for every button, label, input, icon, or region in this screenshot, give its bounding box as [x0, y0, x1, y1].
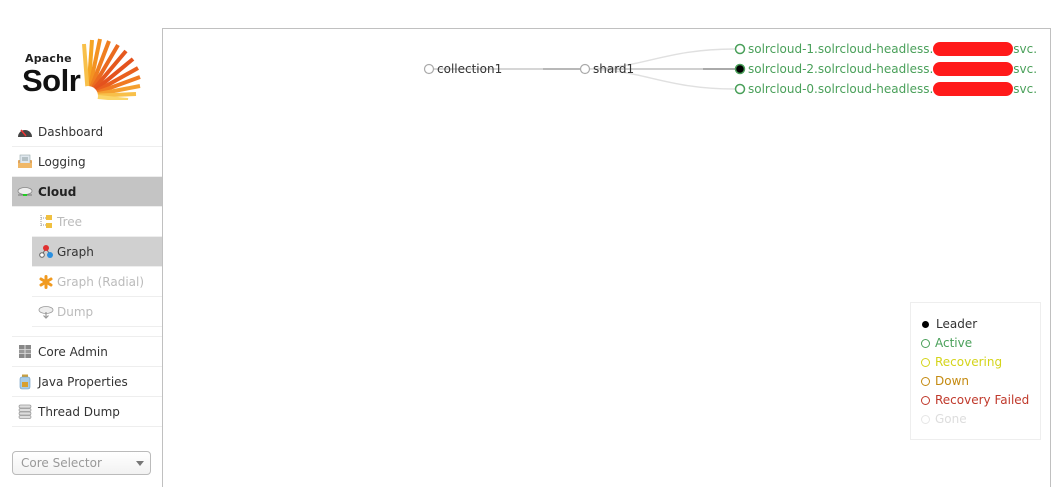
sidebar-item-dashboard[interactable]: Dashboard — [12, 117, 162, 147]
sidebar-item-label: Graph (Radial) — [57, 274, 145, 289]
redaction-mark — [933, 61, 1014, 76]
sidebar-item-thread-dump[interactable]: Thread Dump — [12, 397, 162, 427]
replica-node[interactable] — [734, 83, 746, 95]
legend-label: Gone — [935, 412, 967, 426]
legend-active: Active — [921, 334, 1040, 353]
sidebar-item-core-admin[interactable]: Core Admin — [12, 337, 162, 367]
legend-label: Down — [935, 374, 970, 388]
legend-gone: Gone — [921, 410, 1040, 429]
shard-label[interactable]: shard1 — [593, 62, 635, 76]
replica-host-prefix: solrcloud-2.solrcloud-headless. — [748, 62, 934, 76]
gone-ring-icon — [921, 415, 930, 424]
sidebar-item-label: Tree — [57, 214, 83, 229]
graph-icon — [38, 244, 54, 260]
replica-label-leader[interactable]: solrcloud-2.solrcloud-headless. svc. — [748, 61, 1038, 76]
sidebar-item-label: Dashboard — [38, 124, 104, 139]
replica-node[interactable] — [734, 43, 746, 55]
logo-solr-text: Solr — [22, 63, 81, 98]
dump-icon — [38, 304, 54, 320]
replica-label[interactable]: solrcloud-0.solrcloud-headless. svc. — [748, 81, 1038, 96]
legend-label: Recovering — [935, 355, 1003, 369]
solr-logo[interactable]: Apache Solr — [22, 36, 144, 100]
logo-apache-text: Apache — [25, 52, 72, 65]
collection-label[interactable]: collection1 — [437, 62, 503, 76]
nav-divider — [12, 327, 162, 337]
core-selector-dropdown[interactable]: Core Selector — [12, 451, 151, 475]
leader-dot-icon — [922, 321, 929, 328]
collection-node[interactable] — [423, 63, 435, 75]
replica-host-suffix: svc. — [1013, 42, 1038, 56]
cloud-icon — [17, 184, 33, 200]
redaction-mark — [933, 41, 1014, 56]
sidebar-item-label: Java Properties — [38, 374, 128, 389]
core-selector-placeholder: Core Selector — [21, 456, 102, 470]
recovery-failed-ring-icon — [921, 396, 930, 405]
sidebar-item-logging[interactable]: Logging — [12, 147, 162, 177]
sidebar-item-label: Logging — [38, 154, 86, 169]
solr-sun-icon — [78, 38, 141, 100]
java-properties-icon — [17, 374, 33, 390]
replica-node-leader[interactable] — [734, 63, 746, 75]
legend-recovering: Recovering — [921, 353, 1040, 372]
active-ring-icon — [921, 339, 930, 348]
legend-label: Leader — [936, 317, 978, 331]
replica-host-prefix: solrcloud-0.solrcloud-headless. — [748, 82, 934, 96]
cloud-graph-panel: collection1 shard1 solrcloud-1.solrcloud… — [162, 28, 1051, 487]
dashboard-icon — [17, 124, 33, 140]
sidebar-item-java-properties[interactable]: Java Properties — [12, 367, 162, 397]
sidebar-item-graph[interactable]: Graph — [32, 237, 162, 267]
sidebar-item-label: Thread Dump — [38, 404, 120, 419]
replica-host-suffix: svc. — [1013, 82, 1038, 96]
down-ring-icon — [921, 377, 930, 386]
legend-leader: Leader — [921, 315, 1040, 334]
cloud-submenu: Tree Graph Graph (Radial) Dump — [12, 207, 162, 327]
redaction-mark — [933, 81, 1014, 96]
sidebar-item-label: Cloud — [38, 184, 77, 199]
logging-icon — [17, 154, 33, 170]
graph-radial-icon — [38, 274, 54, 290]
graph-edges — [423, 43, 746, 95]
sidebar-item-label: Core Admin — [38, 344, 108, 359]
sidebar-item-label: Dump — [57, 304, 94, 319]
core-admin-icon — [17, 344, 33, 360]
sidebar-item-graph-radial[interactable]: Graph (Radial) — [32, 267, 162, 297]
sidebar-nav: Dashboard Logging Cloud Tree Graph — [12, 117, 162, 427]
replica-host-prefix: solrcloud-1.solrcloud-headless. — [748, 42, 934, 56]
replica-host-suffix: svc. — [1013, 62, 1038, 76]
graph-legend: Leader Active Recovering Down Recovery F… — [910, 302, 1041, 440]
legend-down: Down — [921, 372, 1040, 391]
sidebar-item-dump[interactable]: Dump — [32, 297, 162, 327]
sidebar-item-cloud[interactable]: Cloud — [12, 177, 162, 207]
legend-recovery-failed: Recovery Failed — [921, 391, 1040, 410]
sidebar-item-tree[interactable]: Tree — [32, 207, 162, 237]
thread-dump-icon — [17, 404, 33, 420]
shard-node[interactable] — [579, 63, 591, 75]
legend-label: Active — [935, 336, 973, 350]
recovering-ring-icon — [921, 358, 930, 367]
replica-label[interactable]: solrcloud-1.solrcloud-headless. svc. — [748, 41, 1038, 56]
legend-label: Recovery Failed — [935, 393, 1030, 407]
chevron-down-icon — [136, 461, 144, 466]
tree-icon — [38, 214, 54, 230]
sidebar-item-label: Graph — [57, 244, 94, 259]
